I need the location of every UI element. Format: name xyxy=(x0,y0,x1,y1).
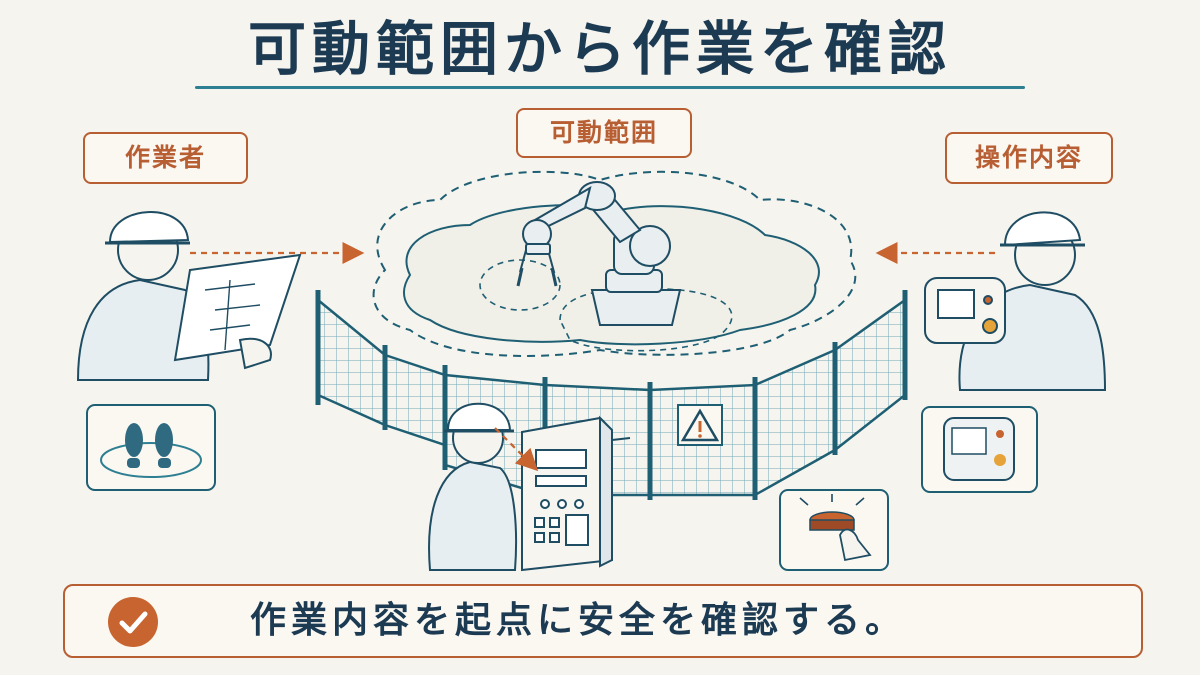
operator-with-teach-pendant xyxy=(924,211,1107,391)
worker-reading-plan xyxy=(76,211,302,381)
teach-pendant-icon xyxy=(921,406,1038,493)
title-underline xyxy=(195,86,1025,89)
warning-sign-icon xyxy=(677,404,723,446)
label-operation: 操作内容 xyxy=(945,132,1113,184)
worker-at-control-panel xyxy=(428,402,518,571)
movable-range-outline xyxy=(372,170,857,357)
robot-arm xyxy=(516,181,682,326)
control-panel xyxy=(521,415,631,572)
arm-sweep-left xyxy=(479,259,561,311)
check-icon xyxy=(108,597,158,647)
emergency-stop-button-icon xyxy=(779,489,889,571)
summary-bar xyxy=(63,584,1143,658)
footprints-icon xyxy=(86,404,216,491)
focus-arrows xyxy=(190,242,995,472)
summary-text: 作業内容を起点に安全を確認する。 xyxy=(250,600,907,641)
page-title: 可動範囲から作業を確認 xyxy=(247,15,952,83)
label-worker: 作業者 xyxy=(83,132,248,184)
label-movable-range: 可動範囲 xyxy=(516,108,692,158)
